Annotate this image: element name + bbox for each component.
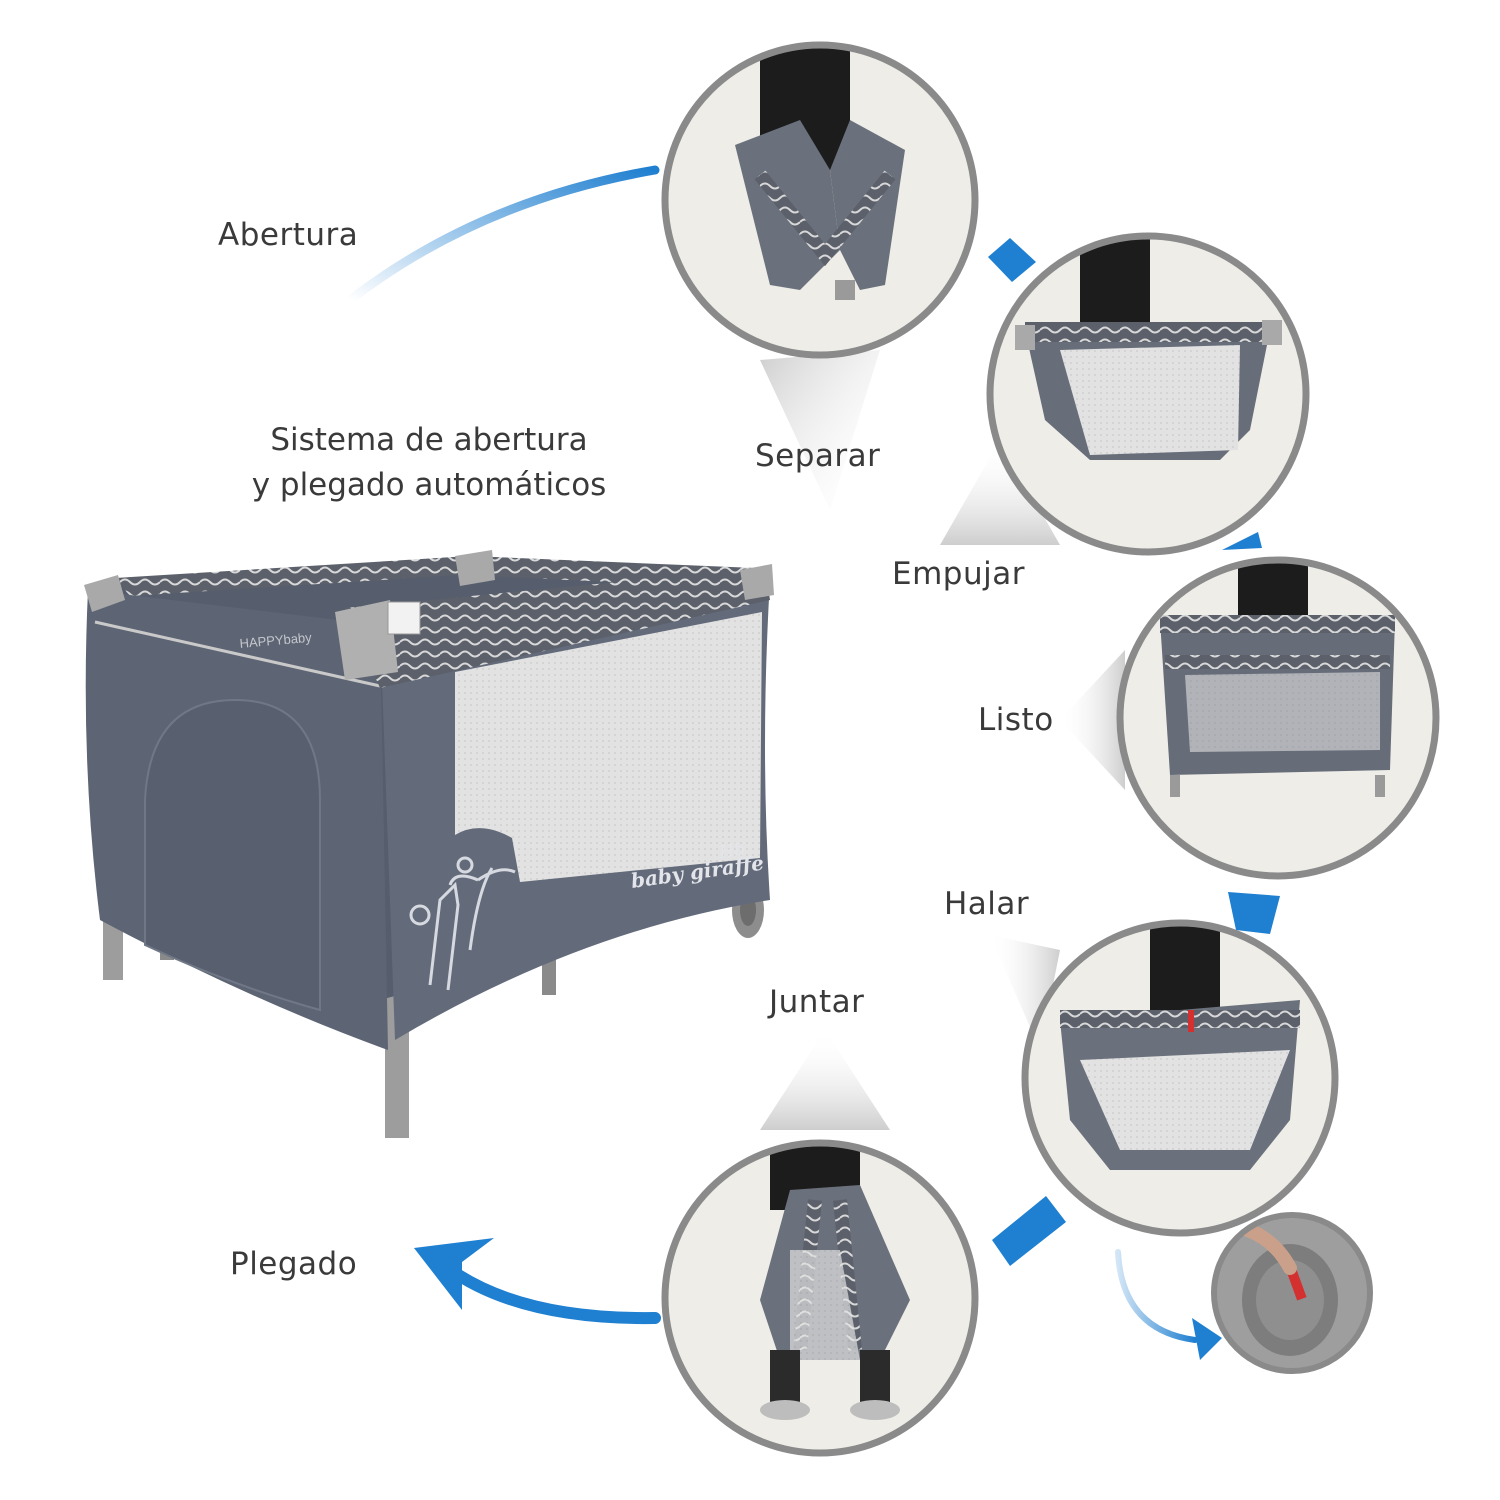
step-photo-listo: [1116, 556, 1440, 880]
connector-3: [1228, 892, 1280, 934]
beam-separar: [760, 350, 880, 510]
connector-1: [988, 238, 1036, 282]
arrow-head-detail: [1192, 1318, 1222, 1360]
step-label-halar: Halar: [944, 886, 1030, 922]
step-photo-halar: [1021, 919, 1339, 1237]
step-photo-separar: [986, 232, 1310, 556]
arc-arrow-plegado: [442, 1262, 661, 1325]
step-label-plegado: Plegado: [230, 1246, 358, 1282]
step-label-juntar: Juntar: [769, 984, 865, 1020]
step-label-listo: Listo: [978, 702, 1054, 738]
product-brand-text: HAPPYbaby: [239, 630, 313, 651]
step-photo-juntar: [661, 1139, 979, 1457]
headline: Sistema de abertura y plegado automático…: [199, 418, 659, 508]
beam-listo: [1060, 650, 1125, 790]
headline-line-1: Sistema de abertura: [270, 422, 588, 458]
product-logo-text: Hb: [717, 840, 746, 864]
step-label-abertura: Abertura: [218, 217, 359, 253]
arc-arrow-detail: [1115, 1249, 1198, 1343]
connector-2: [1222, 532, 1262, 550]
step-photo-abertura: [661, 41, 979, 359]
step-photo-detail: [1211, 1212, 1373, 1374]
arc-arrow-abertura: [345, 165, 660, 305]
arrow-head-plegado: [414, 1238, 494, 1310]
beam-juntar: [760, 1030, 890, 1130]
step-label-empujar: Empujar: [892, 556, 1025, 592]
beam-empujar: [940, 440, 1060, 545]
headline-line-2: y plegado automáticos: [251, 467, 607, 503]
step-label-separar: Separar: [755, 438, 881, 474]
playpen-main: [84, 550, 774, 1138]
connector-4: [992, 1196, 1066, 1266]
